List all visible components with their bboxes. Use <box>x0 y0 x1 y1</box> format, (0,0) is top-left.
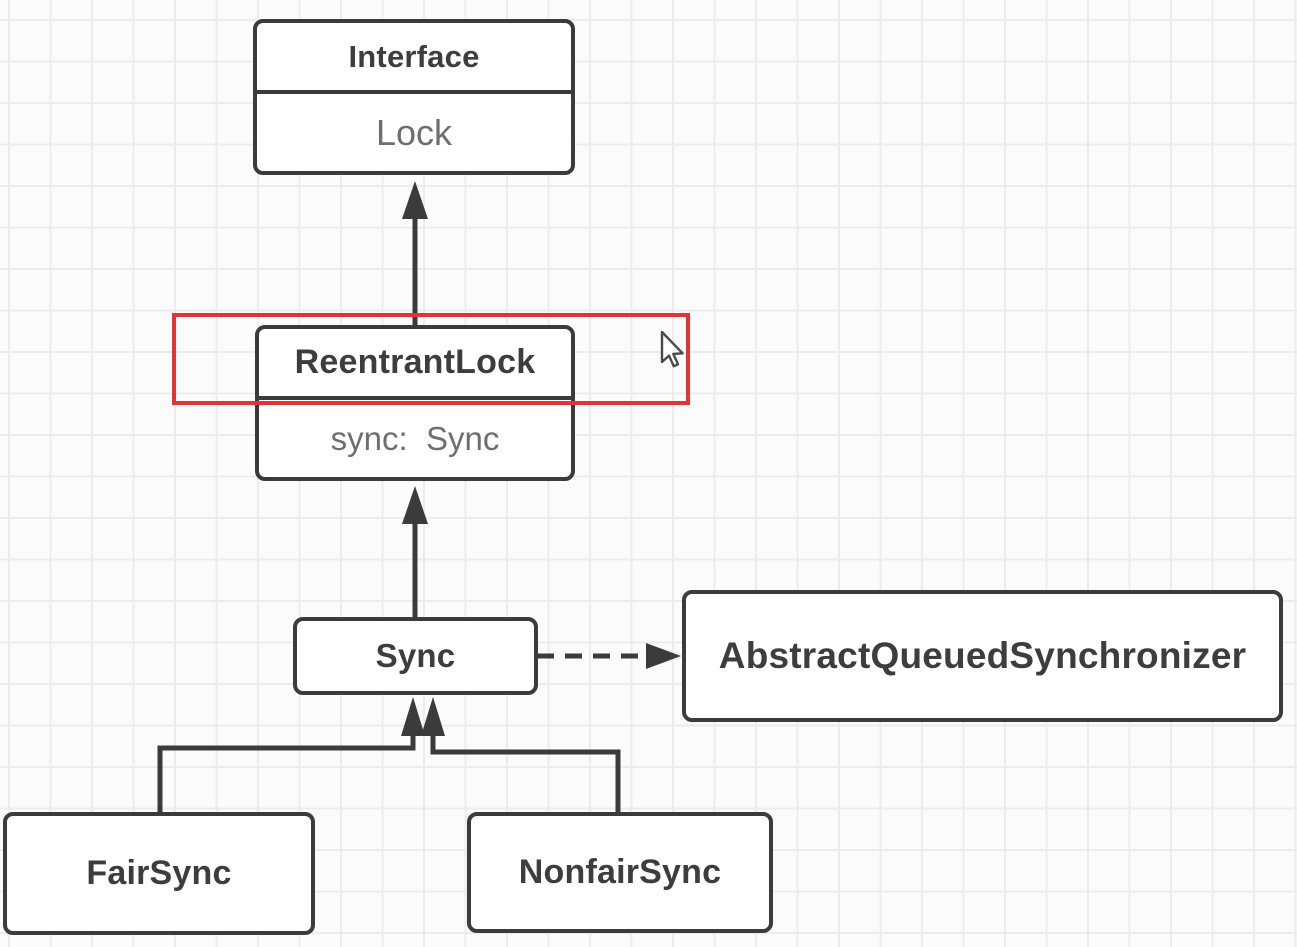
edge-sync-to-aqs <box>537 643 681 669</box>
class-title: NonfairSync <box>518 853 722 891</box>
class-title: FairSync <box>86 854 232 892</box>
class-box-aqs[interactable]: AbstractQueuedSynchronizer <box>682 590 1283 722</box>
class-title: Interface <box>257 23 571 94</box>
edge-sync-to-reentrantlock <box>402 486 428 618</box>
class-member: sync: Sync <box>330 419 500 457</box>
class-member: Lock <box>375 111 453 153</box>
class-box-lock-interface[interactable]: Interface Lock <box>253 19 575 175</box>
class-box-nonfairsync[interactable]: NonfairSync <box>467 812 773 933</box>
class-title: AbstractQueuedSynchronizer <box>718 635 1247 676</box>
class-box-fairsync[interactable]: FairSync <box>3 812 315 935</box>
class-box-sync[interactable]: Sync <box>293 617 538 695</box>
highlight-rectangle <box>172 313 690 405</box>
edge-reentrantlock-to-lock <box>402 181 428 326</box>
class-title: ReentrantLock <box>259 329 571 400</box>
edge-fairsync-to-sync <box>157 697 425 812</box>
class-title: Sync <box>375 637 456 674</box>
edge-nonfairsync-to-sync <box>421 697 621 812</box>
